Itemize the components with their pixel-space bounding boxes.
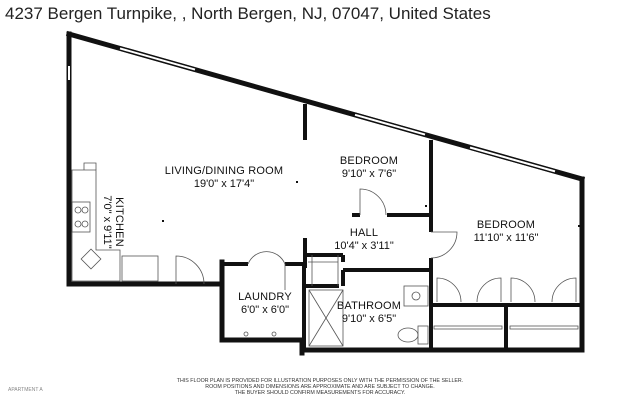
bedroom2-name: BEDROOM — [477, 219, 535, 231]
interior-walls — [222, 104, 582, 352]
bedroom1-name: BEDROOM — [340, 155, 398, 167]
bedroom1-dims: 9'10" x 7'6" — [342, 168, 396, 180]
bedroom2-dims: 11'10" x 11'6" — [474, 232, 539, 244]
disclaimer-line: Room positions and dimensions are approx… — [205, 384, 435, 390]
laundry-appliances — [243, 331, 277, 337]
hall-dims: 10'4" x 3'11" — [334, 240, 394, 252]
bathroom-dims: 9'10" x 6'5" — [342, 313, 396, 325]
kitchen-dims: 7'0" x 9'11" — [101, 195, 113, 248]
laundry-dims: 6'0" x 6'0" — [241, 304, 289, 316]
bathroom-fixtures — [308, 285, 429, 347]
disclaimer-line: This floor plan is provided for illustra… — [176, 378, 464, 384]
disclaimer: This floor plan is provided for illustra… — [150, 378, 490, 396]
windows — [119, 47, 556, 173]
kitchen-name: KITCHEN — [113, 197, 125, 247]
doors — [175, 188, 577, 303]
laundry-name: LAUNDRY — [238, 291, 292, 303]
living-room-dims: 19'0" x 17'4" — [194, 178, 254, 190]
address-title: 4237 Bergen Turnpike, , North Bergen, NJ… — [5, 4, 491, 23]
corner-label: APARTMENT A — [8, 387, 43, 393]
kitchen-fixtures — [71, 162, 159, 282]
living-room-name: LIVING/DINING ROOM — [165, 165, 284, 177]
disclaimer-line: The buyer should confirm measurements fo… — [234, 390, 406, 396]
hall-name: HALL — [350, 227, 378, 239]
bathroom-name: BATHROOM — [337, 300, 401, 312]
